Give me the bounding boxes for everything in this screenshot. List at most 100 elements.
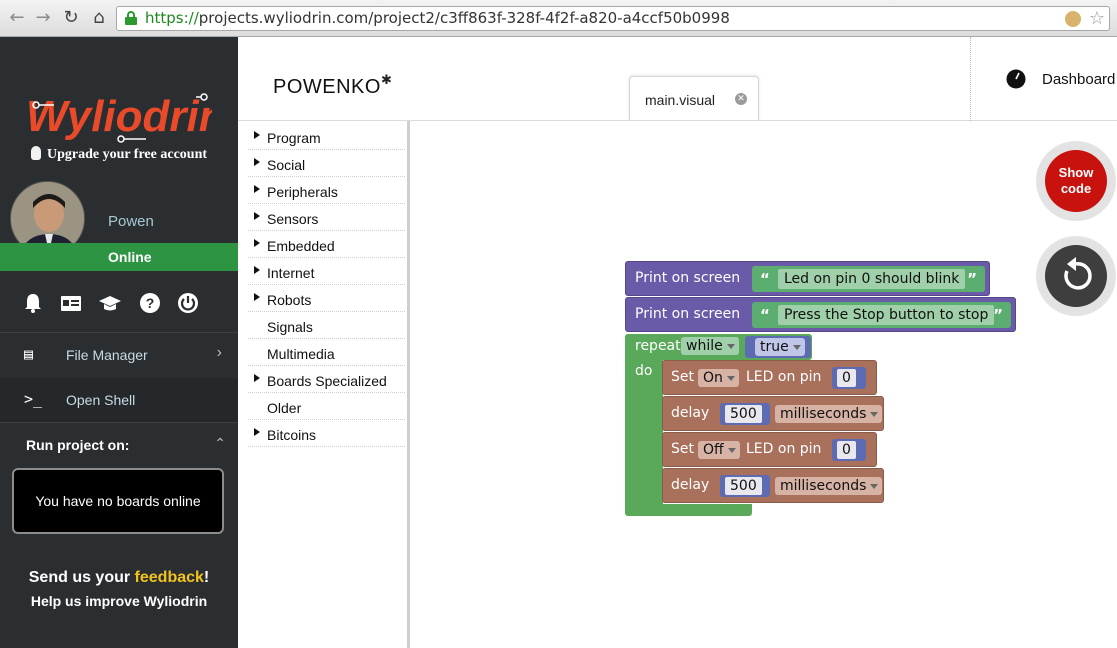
toolbox-category-internet[interactable]: Internet (248, 258, 405, 285)
bell-icon[interactable] (22, 292, 44, 314)
expand-triangle-icon (254, 158, 260, 166)
expand-triangle-icon (254, 428, 260, 436)
delay-block[interactable]: delay 500 milliseconds (662, 396, 884, 431)
tab-label: main.visual (645, 92, 716, 108)
toolbox-category-bitcoins[interactable]: Bitcoins (248, 420, 405, 447)
wyliodrin-logo: Wyliodrin (26, 92, 212, 143)
pin-number[interactable]: 0 (832, 367, 866, 389)
power-icon[interactable] (177, 292, 199, 314)
toolbox-category-signals[interactable]: Signals (248, 312, 405, 339)
do-label: do (635, 363, 653, 379)
set-led-block[interactable]: Set Off LED on pin 0 (662, 432, 877, 467)
url-text: https://projects.wyliodrin.com/project2/… (145, 9, 730, 27)
print-label: Print on screen (635, 270, 741, 286)
string-value[interactable]: “ Led on pin 0 should blink ” (752, 266, 985, 292)
toolbox-category-label: Signals (267, 319, 313, 335)
sidebar-item-file-manager[interactable]: ▤ File Manager › (0, 333, 238, 377)
delay-value[interactable]: 500 (720, 475, 770, 497)
expand-triangle-icon (254, 185, 260, 193)
toolbox-category-label: Older (267, 400, 302, 416)
tab-main-visual[interactable]: main.visual ✕ (629, 76, 759, 121)
chevron-right-icon: › (216, 344, 222, 361)
feedback-subtitle: Help us improve Wyliodrin (30, 593, 208, 609)
led-state-dropdown[interactable]: On (698, 369, 739, 387)
sidebar-item-open-shell[interactable]: >_ Open Shell (0, 378, 238, 422)
expand-triangle-icon (254, 374, 260, 382)
print-block[interactable]: Print on screen “ Led on pin 0 should bl… (625, 261, 990, 296)
reload-icon[interactable]: ↻ (63, 7, 79, 28)
repeat-block-body[interactable] (625, 334, 663, 514)
username: Powen (108, 213, 154, 230)
toolbox-category-label: Multimedia (267, 346, 335, 362)
toolbox-category-label: Sensors (267, 211, 319, 227)
toolbox-category-robots[interactable]: Robots (248, 285, 405, 312)
svg-text:Wyliodrin: Wyliodrin (26, 92, 212, 141)
delay-value[interactable]: 500 (720, 403, 770, 425)
expand-triangle-icon (254, 266, 260, 274)
toolbox-category-label: Robots (267, 292, 312, 308)
extension-icon[interactable] (1065, 11, 1081, 27)
expand-triangle-icon (254, 131, 260, 139)
delay-label: delay (671, 477, 710, 493)
led-state-dropdown[interactable]: Off (698, 441, 740, 459)
string-text[interactable]: Led on pin 0 should blink (778, 269, 966, 289)
time-unit-dropdown[interactable]: milliseconds (775, 405, 883, 423)
expand-triangle-icon (254, 239, 260, 247)
repeat-mode-dropdown[interactable]: while (681, 337, 739, 355)
condition-dropdown[interactable]: true (755, 338, 805, 356)
toolbox-category-older[interactable]: Older (248, 393, 405, 420)
led-on-pin-label: LED on pin (746, 369, 822, 385)
sidebar-item-label: File Manager (66, 347, 148, 363)
repeat-label: repeat (635, 338, 681, 354)
status-badge: Online (108, 249, 152, 265)
undo-button[interactable] (1045, 245, 1107, 307)
repeat-block[interactable]: repeat while true (625, 334, 812, 360)
feedback-link[interactable]: feedback (134, 569, 204, 586)
browser-toolbar: ← → ↻ ⌂ https://projects.wyliodrin.com/p… (0, 0, 1117, 37)
delay-block[interactable]: delay 500 milliseconds (662, 468, 884, 503)
help-icon[interactable]: ? (139, 292, 161, 314)
pin-number[interactable]: 0 (832, 439, 866, 461)
divider (0, 422, 238, 423)
toolbox-category-sensors[interactable]: Sensors (248, 204, 405, 231)
close-icon[interactable]: ✕ (735, 93, 747, 105)
dashboard-icon[interactable] (1006, 69, 1026, 89)
print-block[interactable]: Print on screen “ Press the Stop button … (625, 297, 1016, 332)
set-led-block[interactable]: Set On LED on pin 0 (662, 360, 877, 395)
boards-list: You have no boards online (12, 468, 224, 534)
address-bar[interactable]: https://projects.wyliodrin.com/project2/… (116, 6, 1110, 31)
expand-triangle-icon (254, 293, 260, 301)
star-icon[interactable]: ☆ (1088, 8, 1105, 29)
repeat-condition[interactable]: true (745, 336, 811, 358)
forward-icon[interactable]: → (35, 7, 51, 28)
toolbox-category-multimedia[interactable]: Multimedia (248, 339, 405, 366)
svg-text:?: ? (146, 295, 155, 311)
string-value[interactable]: “ Press the Stop button to stop ” (752, 302, 1011, 328)
undo-icon (1064, 257, 1092, 290)
upgrade-link[interactable]: Upgrade your free account (0, 146, 238, 163)
toolbox-category-embedded[interactable]: Embedded (248, 231, 405, 258)
time-unit-dropdown[interactable]: milliseconds (775, 477, 883, 495)
back-icon[interactable]: ← (9, 7, 25, 28)
dashboard-link[interactable]: Dashboard (1042, 71, 1116, 88)
run-project-title: Run project on: (26, 437, 130, 453)
toolbox-category-boards-specialized[interactable]: Boards Specialized (248, 366, 405, 393)
project-title: POWENKO (273, 76, 381, 98)
chevron-up-icon[interactable]: ⌃ (214, 435, 226, 451)
toolbox-category-program[interactable]: Program (248, 123, 405, 150)
sidebar-item-label: Open Shell (66, 392, 136, 408)
toolbox-category-social[interactable]: Social (248, 150, 405, 177)
gear-icon[interactable]: ✱ (381, 73, 392, 88)
repeat-block-footer (625, 504, 752, 516)
divider (0, 332, 238, 333)
string-text[interactable]: Press the Stop button to stop (778, 305, 995, 325)
id-card-icon[interactable] (60, 292, 82, 314)
toolbox-category-peripherals[interactable]: Peripherals (248, 177, 405, 204)
lightbulb-icon (30, 146, 41, 160)
toolbox-category-label: Program (267, 130, 321, 146)
home-icon[interactable]: ⌂ (93, 7, 105, 28)
sidebar: Wyliodrin Upgrade your free account Powe… (0, 37, 238, 648)
set-label: Set (671, 369, 694, 385)
graduation-cap-icon[interactable] (99, 292, 121, 314)
